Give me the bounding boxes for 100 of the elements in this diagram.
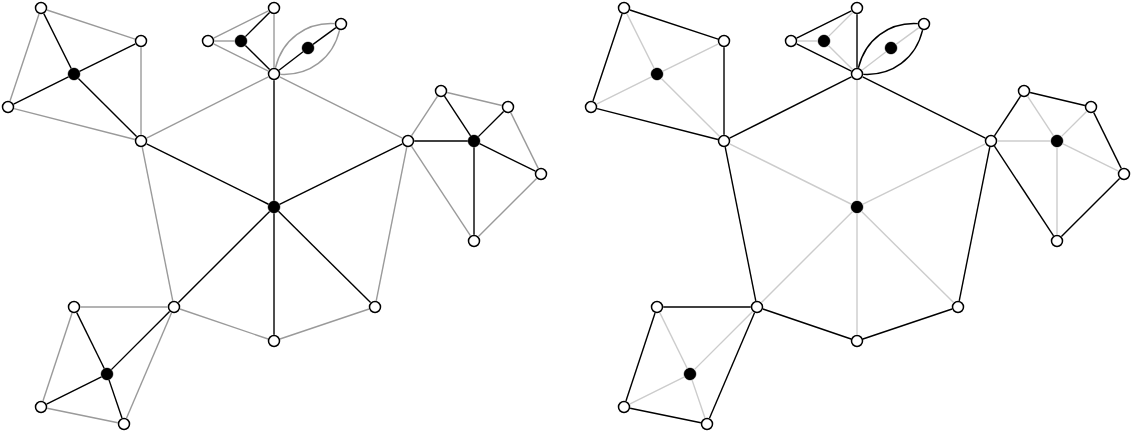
filled-vertex <box>301 41 315 55</box>
hollow-vertex <box>850 67 864 81</box>
graph-edge <box>278 76 404 139</box>
hollow-vertex <box>1017 84 1031 98</box>
graph-edge <box>626 12 655 70</box>
graph-edge <box>827 11 854 38</box>
hollow-vertex <box>34 1 48 15</box>
graph-edge <box>760 210 854 304</box>
graph-edge <box>856 79 858 202</box>
hollow-vertex <box>984 134 998 148</box>
graph-edge <box>274 22 336 69</box>
graph-edge <box>993 95 1022 137</box>
hollow-vertex <box>917 17 931 31</box>
graph-edge <box>12 76 70 105</box>
hollow-vertex <box>951 300 965 314</box>
graph-edge <box>629 9 719 40</box>
graph-edge <box>45 376 103 405</box>
hollow-vertex <box>584 100 598 114</box>
hollow-vertex <box>117 417 131 431</box>
graph-edge <box>46 9 136 40</box>
filled-vertex <box>100 367 114 381</box>
graph-edge <box>278 143 404 205</box>
graph-edge <box>277 210 372 304</box>
graph-edge <box>312 27 337 46</box>
graph-edge <box>140 46 142 136</box>
graph-edge <box>278 51 304 71</box>
graph-edge <box>273 13 275 69</box>
hollow-vertex <box>134 134 148 148</box>
graph-edge <box>628 376 686 405</box>
graph-edge <box>796 40 819 42</box>
graph-edge <box>993 145 1055 237</box>
graph-edge <box>375 146 408 302</box>
graph-edge <box>724 146 757 302</box>
hollow-vertex <box>134 34 148 48</box>
hollow-vertex <box>67 300 81 314</box>
hollow-vertex <box>267 67 281 81</box>
graph-edge <box>629 407 702 424</box>
graph-edge <box>213 40 236 42</box>
filled-vertex <box>683 367 697 381</box>
graph-edge <box>660 77 721 138</box>
hollow-vertex <box>850 334 864 348</box>
hollow-vertex <box>267 334 281 348</box>
filled-vertex <box>850 200 864 214</box>
graph-edge <box>661 43 720 72</box>
hollow-vertex <box>717 134 731 148</box>
graph-edge <box>895 27 920 46</box>
filled-vertex <box>650 67 664 81</box>
filled-vertex <box>884 41 898 55</box>
graph-edge <box>860 210 955 304</box>
graph-edge <box>273 79 275 202</box>
filled-vertex <box>1050 134 1064 148</box>
graph-edge <box>108 379 123 419</box>
graph-edge <box>856 212 858 336</box>
graph-edge <box>145 76 270 139</box>
graph-edge <box>110 310 171 371</box>
hollow-vertex <box>750 300 764 314</box>
graph-edge <box>410 95 439 137</box>
hollow-vertex <box>850 1 864 15</box>
graph-edge <box>13 107 136 141</box>
graph-edge <box>596 107 719 141</box>
hollow-vertex <box>201 34 215 48</box>
graph-edge <box>410 145 472 237</box>
hollow-vertex <box>267 1 281 15</box>
graph-edge <box>477 110 505 138</box>
hollow-vertex <box>34 400 48 414</box>
hollow-vertex <box>467 234 481 248</box>
graph-edge <box>996 140 1052 142</box>
hollow-vertex <box>650 300 664 314</box>
graph-edge <box>76 311 105 370</box>
graph-edge <box>1029 91 1086 107</box>
graph-edge <box>1061 143 1120 172</box>
graph-edge <box>446 91 503 107</box>
graph-edge <box>1060 177 1121 238</box>
hollow-vertex <box>1117 167 1131 181</box>
graph-edge <box>141 146 174 302</box>
graph-edge <box>723 46 725 136</box>
graph-edge <box>212 43 270 72</box>
graph-edge <box>625 312 656 402</box>
graph-edge <box>413 140 469 142</box>
hollow-vertex <box>617 1 631 15</box>
graph-edge <box>478 143 537 172</box>
graph-edge <box>662 306 752 308</box>
graph-edge <box>125 312 173 419</box>
hollow-vertex <box>167 300 181 314</box>
graph-edge <box>1026 95 1055 137</box>
filled-vertex <box>234 34 248 48</box>
graph-edge <box>862 308 953 340</box>
graph-edge <box>659 311 688 370</box>
graph-edge <box>861 51 887 71</box>
graph-edge <box>1060 110 1088 138</box>
graph-edge <box>691 379 706 419</box>
graph-edge <box>43 12 72 70</box>
hollow-vertex <box>1 100 15 114</box>
graph-edge <box>177 210 271 304</box>
hollow-vertex <box>1050 234 1064 248</box>
graph-edge <box>862 29 924 76</box>
hollow-vertex <box>434 84 448 98</box>
graph-edge <box>179 308 269 340</box>
graph-edge <box>595 76 653 105</box>
graph-edge <box>46 407 119 424</box>
